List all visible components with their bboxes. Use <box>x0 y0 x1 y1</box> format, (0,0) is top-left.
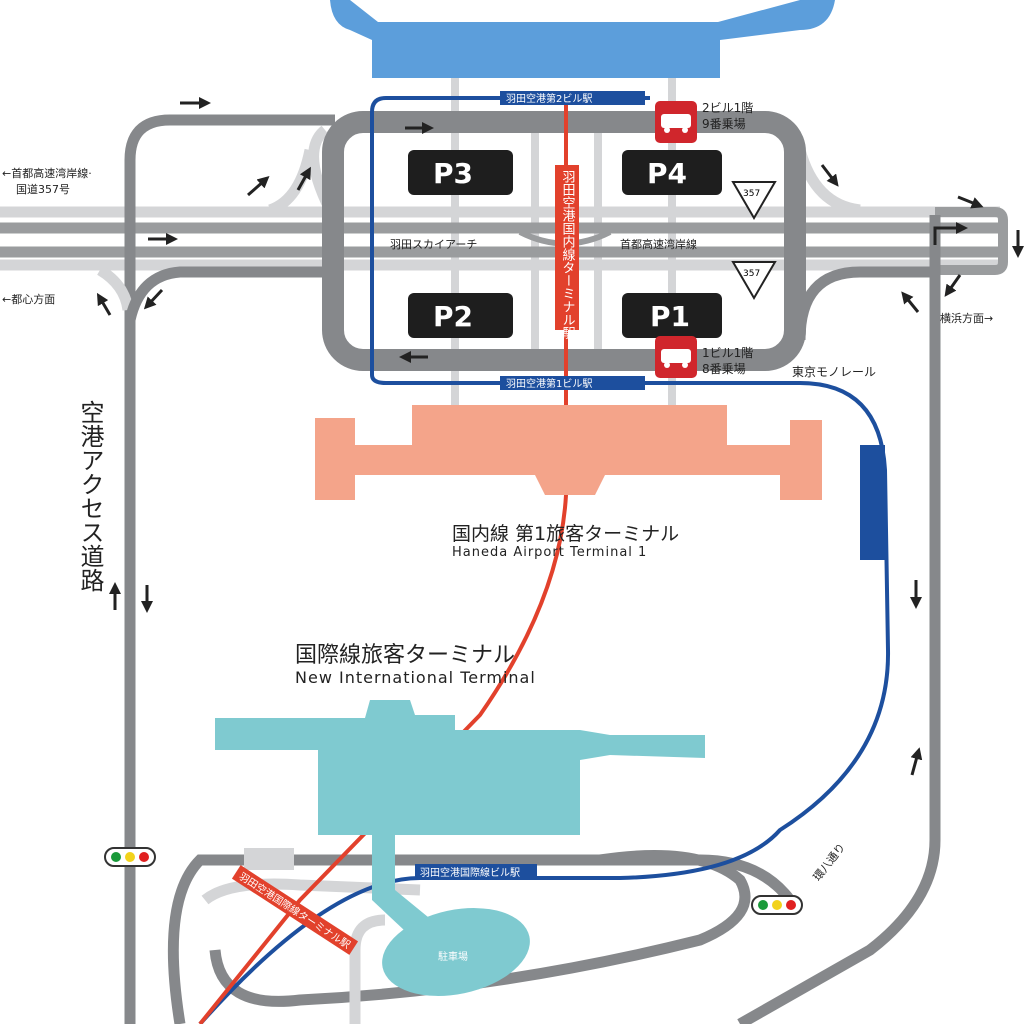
label-sky-arch: 羽田スカイアーチ <box>390 238 477 251</box>
svg-text:P3: P3 <box>433 157 473 190</box>
monorail-segment <box>860 445 885 560</box>
terminal-1-building <box>315 405 822 500</box>
international-terminal-building <box>215 700 705 945</box>
bus-stop-t2-label: 2ビル1階 <box>702 100 753 115</box>
monorail-line <box>198 96 891 1024</box>
label-kanpachi: 環八通り <box>811 841 848 884</box>
label-access-road: 空港アクセス道路 <box>76 400 104 592</box>
station-intl-keikyu: 羽田空港国際線ターミナル駅 <box>231 865 359 955</box>
svg-text:羽田空港第2ビル駅: 羽田空港第2ビル駅 <box>506 92 592 105</box>
svg-text:357: 357 <box>743 189 760 199</box>
parking-p1[interactable]: P1 <box>622 293 722 338</box>
traffic-light <box>751 895 803 915</box>
terminal-1-name-en: Haneda Airport Terminal 1 <box>452 545 647 560</box>
svg-text:357: 357 <box>743 269 760 279</box>
intl-terminal-name-en: New International Terminal <box>295 668 536 687</box>
parking-lot <box>382 908 530 996</box>
bus-stop-t1-label: 1ビル1階 <box>702 345 753 360</box>
building-block <box>244 848 294 870</box>
expressway <box>0 206 1008 275</box>
label-monorail: 東京モノレール <box>792 365 876 379</box>
svg-text:羽田空港国内線ターミナル駅: 羽田空港国内線ターミナル駅 <box>560 170 576 340</box>
svg-text:P4: P4 <box>647 157 687 190</box>
bus-stop-t1-gate: 8番乗場 <box>702 362 746 376</box>
traffic-light <box>104 847 156 867</box>
route-357-sign: 357 <box>731 261 777 300</box>
terminal-2-building <box>330 0 835 78</box>
parking-p3[interactable]: P3 <box>408 150 513 195</box>
roads <box>97 114 941 1024</box>
label-expressway-left: ←首都高速湾岸線· <box>2 166 92 180</box>
station-t1: 羽田空港第1ビル駅 <box>500 376 645 390</box>
label-wangan: 首都高速湾岸線 <box>620 237 697 251</box>
terminal-1-name: 国内線 第1旅客ターミナル <box>452 523 679 545</box>
parking-p4[interactable]: P4 <box>622 150 722 195</box>
label-route357: 国道357号 <box>16 182 70 196</box>
keikyu-line <box>198 98 568 1024</box>
station-intl-monorail: 羽田空港国際線ビル駅 <box>415 864 537 879</box>
svg-text:羽田空港第1ビル駅: 羽田空港第1ビル駅 <box>506 377 592 390</box>
bus-stop-t2-gate: 9番乗場 <box>702 117 746 131</box>
parking-lot-label: 駐車場 <box>438 950 468 963</box>
route-357-sign: 357 <box>731 181 777 220</box>
bus-stop-icon[interactable] <box>655 336 697 378</box>
svg-text:羽田空港国際線ビル駅: 羽田空港国際線ビル駅 <box>420 866 520 879</box>
bus-stop-icon[interactable] <box>655 101 697 143</box>
svg-text:P1: P1 <box>650 300 690 333</box>
label-toshin: ←都心方面 <box>2 292 55 306</box>
station-t2: 羽田空港第2ビル駅 <box>500 91 645 105</box>
intl-terminal-name: 国際線旅客ターミナル <box>295 643 515 668</box>
label-yokohama: 横浜方面→ <box>940 311 993 325</box>
station-domestic-keikyu: 羽田空港国内線ターミナル駅 <box>555 165 579 340</box>
direction-arrows <box>96 97 1024 776</box>
parking-p2[interactable]: P2 <box>408 293 513 338</box>
svg-text:P2: P2 <box>433 300 473 333</box>
